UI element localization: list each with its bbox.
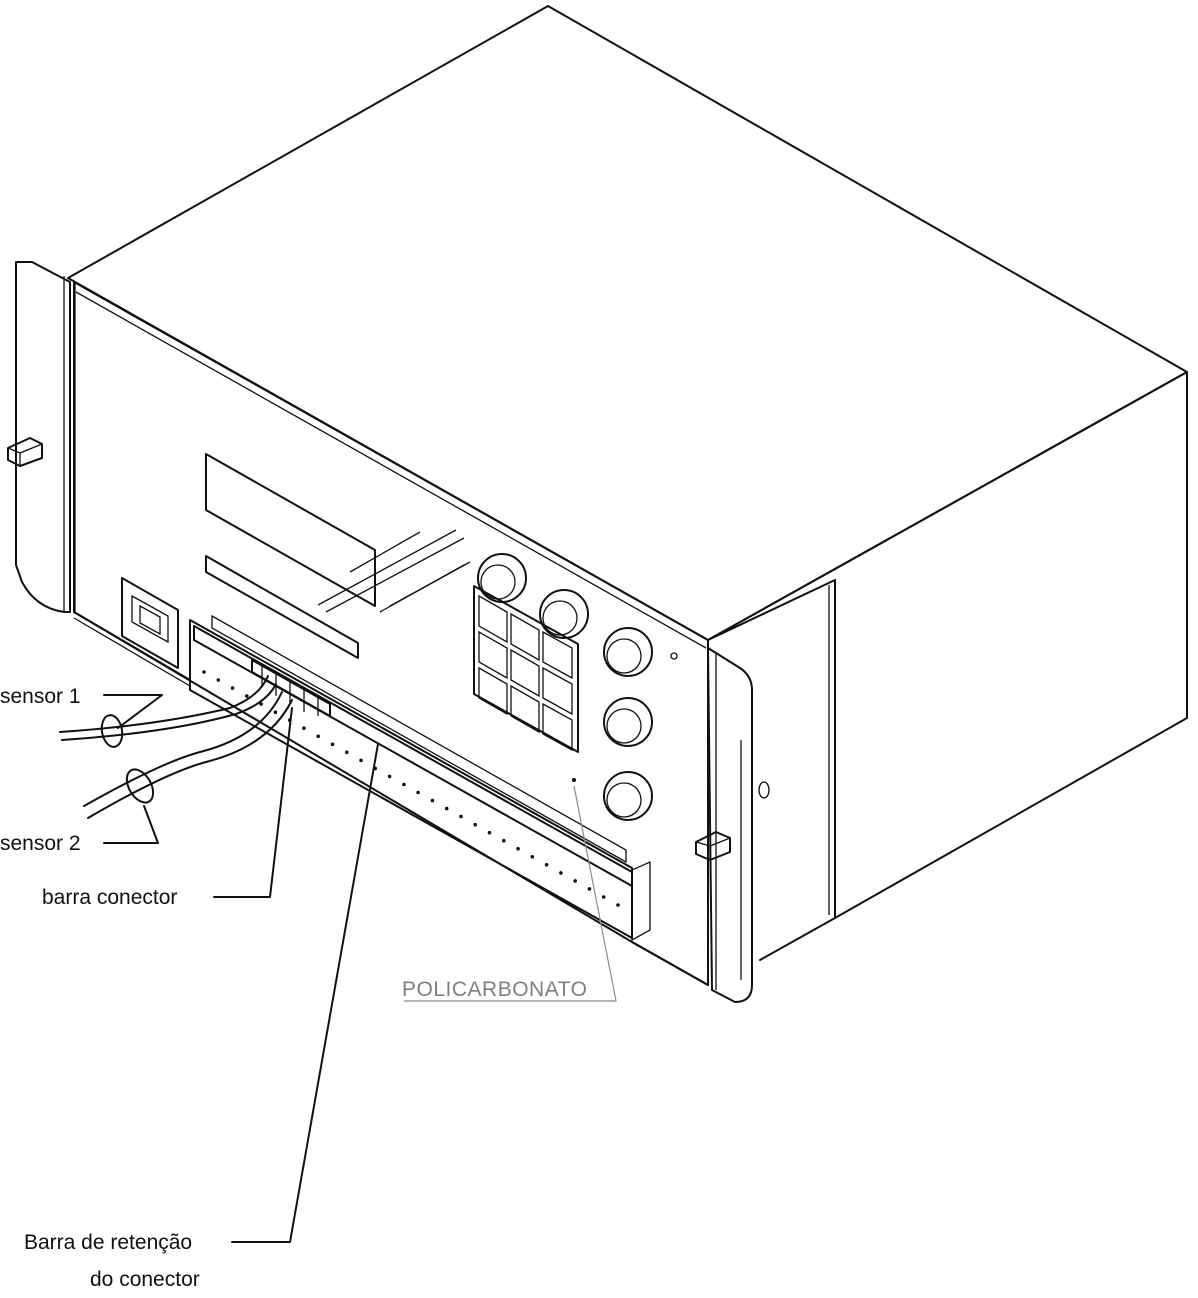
terminal-dot — [601, 895, 606, 899]
terminal-dot — [516, 847, 520, 851]
keypad-keys — [478, 594, 573, 752]
terminal-dot — [444, 806, 449, 811]
terminal-dot — [459, 814, 463, 819]
label-policarbonato: POLICARBONATO — [402, 978, 587, 1001]
panel-dot — [572, 778, 576, 782]
front-panel — [73, 281, 709, 986]
display-window-upper — [205, 453, 376, 607]
left-mounting-ear — [7, 261, 76, 613]
glass-reflection-lines — [317, 529, 471, 613]
sensor-1-probe-icon — [100, 714, 124, 748]
label-barra-retencao-line2: do conector — [90, 1268, 200, 1291]
left-ear-screw-icon — [7, 437, 43, 467]
leader-lines — [103, 694, 617, 1243]
terminal-dot — [502, 838, 506, 843]
cabinet-top-face — [67, 5, 1188, 641]
label-sensor-1: sensor 1 — [0, 685, 81, 708]
terminal-dot — [216, 678, 221, 682]
right-ear-screw-icon — [695, 831, 731, 861]
terminal-dot — [402, 782, 406, 787]
labels: sensor 1 sensor 2 barra conector POLICAR… — [0, 685, 587, 1291]
sensor-2-probe-icon — [125, 768, 155, 804]
display-window-lower — [205, 555, 359, 659]
terminal-dot — [245, 694, 249, 698]
terminal-dot — [202, 670, 206, 674]
terminal-dot — [273, 710, 278, 714]
terminal-dot — [259, 702, 263, 706]
terminal-dot — [559, 871, 563, 875]
terminal-dot — [387, 774, 392, 779]
knob-4-icon — [603, 697, 653, 747]
keypad — [473, 585, 579, 753]
knob-3-icon — [603, 627, 653, 677]
rj-port-icon — [121, 577, 179, 669]
terminal-dot — [416, 790, 420, 795]
cabinet-right-face — [707, 371, 1188, 919]
terminal-dot — [487, 830, 492, 835]
terminal-dot — [473, 822, 478, 827]
terminal-dot — [544, 863, 549, 867]
terminal-dot — [359, 758, 363, 763]
label-barra-conector: barra conector — [42, 886, 177, 909]
terminal-dot — [316, 734, 321, 739]
terminal-dot — [230, 686, 235, 690]
label-sensor-2: sensor 2 — [0, 832, 81, 855]
side-hole-icon — [758, 781, 770, 799]
cabinet-body — [67, 5, 1188, 986]
knob-5-icon — [603, 771, 653, 821]
knob-1-icon — [477, 553, 527, 603]
terminal-dot — [616, 903, 620, 907]
terminal-dot — [430, 798, 435, 803]
label-barra-retencao-line1: Barra de retenção — [24, 1231, 192, 1254]
terminal-dot — [530, 855, 535, 859]
terminal-dot — [330, 742, 335, 747]
terminal-dot — [587, 887, 592, 891]
terminal-dot — [302, 726, 306, 730]
plug-connector — [251, 659, 331, 717]
knob-2-icon — [539, 589, 589, 639]
terminal-dot — [345, 750, 349, 755]
terminal-dot — [573, 879, 577, 883]
sensor-cables — [59, 675, 293, 819]
connector-bar — [189, 614, 651, 942]
right-mounting-ear — [695, 647, 770, 1003]
indicator-led-icon — [670, 652, 678, 660]
